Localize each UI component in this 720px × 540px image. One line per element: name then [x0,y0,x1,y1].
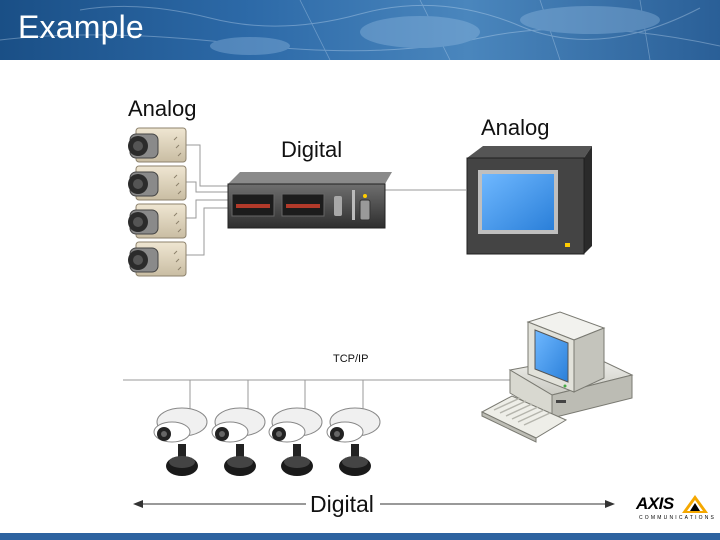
digital-label-top: Digital [281,137,343,162]
network-camera-3 [268,407,323,476]
arrow-left-icon [133,500,143,508]
analog-camera-group [128,127,187,277]
logo-triangle-icon [682,495,708,513]
network-drops [189,380,364,415]
digital-span-arrow [133,500,615,508]
network-camera-1 [153,407,208,476]
logo-subtitle: COMMUNICATIONS [639,515,717,521]
desktop-computer [480,311,634,443]
tcpip-label: TCP/IP [333,353,369,365]
analog-label-right: Analog [481,115,550,140]
analog-monitor [466,146,592,255]
digital-video-recorder [227,172,392,229]
analog-camera-4 [128,241,187,277]
logo-wordmark: AXIS [636,494,674,513]
analog-camera-2 [128,165,187,201]
analog-camera-1 [128,127,187,163]
slide-title: Example [18,9,144,45]
digital-label-bottom: Digital [308,491,376,518]
arrow-right-icon [605,500,615,508]
axis-logo: AXIS COMMUNICATIONS [636,494,714,524]
network-camera-4 [326,407,381,476]
bottom-bar [0,533,720,540]
network-camera-2 [211,407,266,476]
analog-camera-3 [128,203,187,239]
analog-label-left: Analog [128,96,197,121]
analog-cables [180,144,466,256]
network-camera-group [153,407,381,476]
title-bar: Example [0,0,720,60]
world-map-background [0,0,720,60]
